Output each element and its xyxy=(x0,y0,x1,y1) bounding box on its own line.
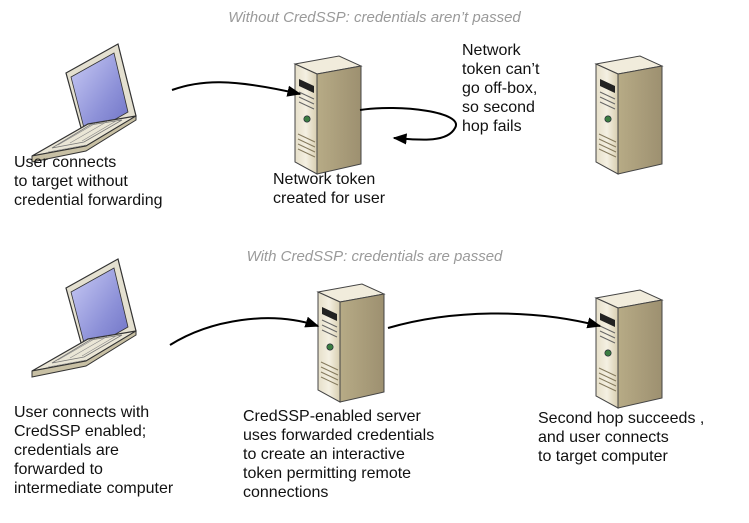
target-server-icon xyxy=(595,55,663,175)
laptop-icon xyxy=(31,258,137,378)
loopback-arrow xyxy=(359,107,457,145)
server-caption: CredSSP-enabled server uses forwarded cr… xyxy=(243,408,435,501)
server-caption: Network token created for user xyxy=(273,171,386,207)
laptop-icon xyxy=(31,43,137,163)
connection-arrow xyxy=(171,81,302,97)
connection-arrow xyxy=(169,316,320,346)
scenario-2-heading: With CredSSP: credentials are passed xyxy=(246,248,503,265)
target-caption: Second hop succeeds , and user connects … xyxy=(538,410,705,465)
client-caption: User connects to target without credenti… xyxy=(14,154,163,209)
intermediate-server-icon xyxy=(317,283,385,403)
scenario-1-heading: Without CredSSP: credentials aren’t pass… xyxy=(228,9,521,26)
server-icon xyxy=(294,55,362,175)
target-server-icon xyxy=(595,289,663,409)
failure-note: Network token can’t go off-box, so secon… xyxy=(462,42,540,135)
client-caption: User connects with CredSSP enabled; cred… xyxy=(14,404,174,497)
second-hop-arrow xyxy=(387,312,602,329)
